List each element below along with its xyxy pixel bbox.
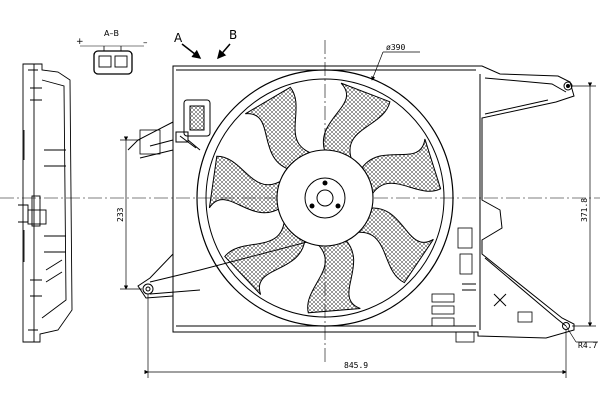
fan-blade [245, 86, 314, 170]
fan-blade [208, 155, 284, 214]
width-bottom-label: 845.9 [344, 361, 368, 370]
view-a-arrow [181, 43, 202, 59]
fan-blade [322, 82, 391, 162]
minus-label: – [143, 38, 148, 48]
radius-label: R4.7 [578, 341, 597, 350]
fan-blade [224, 218, 306, 295]
fan-blade [307, 238, 361, 314]
connector-detail [80, 45, 144, 75]
plus-label: + [76, 37, 84, 47]
view-a-label: A [174, 31, 183, 45]
dimension-lines [120, 51, 598, 378]
connector-pins-label: A–B [104, 29, 119, 38]
view-b-arrow [217, 43, 231, 60]
diameter-label: ø390 [386, 43, 405, 52]
height-right-label: 371.8 [580, 198, 589, 222]
fan-rotor [196, 69, 454, 327]
fan-blade [360, 138, 442, 198]
motor-plug [175, 99, 211, 151]
side-view [18, 63, 73, 343]
fan-blade [354, 207, 434, 284]
height-left-label: 233 [116, 207, 125, 222]
view-b-label: B [229, 28, 237, 42]
